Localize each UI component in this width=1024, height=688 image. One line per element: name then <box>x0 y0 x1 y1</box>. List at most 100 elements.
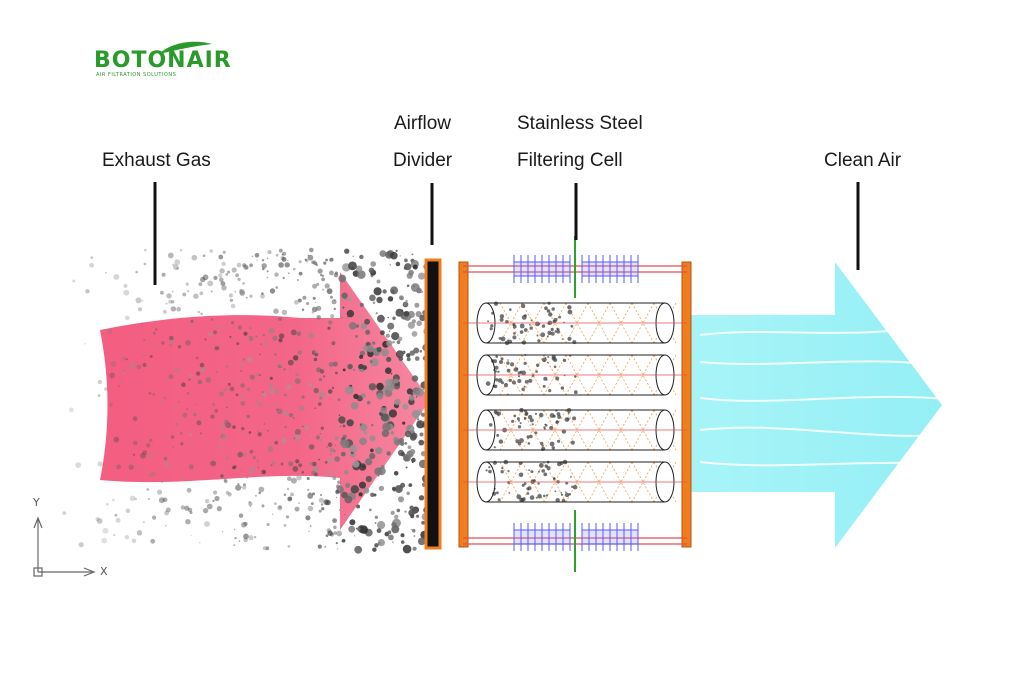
particle <box>414 356 420 361</box>
particle <box>294 506 300 512</box>
particle <box>412 264 418 270</box>
particle <box>78 542 84 548</box>
particle <box>164 524 167 527</box>
particle <box>419 314 426 322</box>
particle <box>307 505 314 512</box>
particle <box>365 458 373 466</box>
compression-springs <box>513 255 639 551</box>
particle <box>278 333 285 339</box>
particle <box>368 508 372 512</box>
particle <box>240 383 245 388</box>
particle <box>162 497 168 503</box>
particle <box>387 296 394 302</box>
particle <box>416 320 423 327</box>
particle <box>317 544 322 549</box>
particle <box>213 490 218 495</box>
particle <box>120 351 123 354</box>
particle <box>388 534 394 541</box>
particle <box>338 414 341 417</box>
particle <box>297 350 302 355</box>
particle <box>168 374 174 380</box>
particle <box>223 388 227 392</box>
particle <box>123 283 128 288</box>
particle <box>218 391 224 397</box>
particle <box>112 533 116 537</box>
particle <box>309 435 312 438</box>
particle <box>197 310 201 314</box>
particle <box>411 319 416 324</box>
particle <box>308 444 315 450</box>
particle <box>349 322 357 330</box>
particle <box>331 386 335 389</box>
particle <box>359 302 364 307</box>
particle <box>180 442 184 446</box>
particle <box>340 451 346 457</box>
particle <box>376 392 384 400</box>
particle <box>242 485 247 490</box>
particle <box>217 325 221 328</box>
particle <box>190 319 194 323</box>
particle <box>268 383 273 388</box>
particle <box>290 492 294 497</box>
particle <box>220 281 226 286</box>
particle <box>249 326 252 330</box>
particle <box>209 249 213 253</box>
particle <box>124 535 130 540</box>
particle <box>332 518 337 523</box>
particle <box>375 447 383 455</box>
particle <box>327 458 333 464</box>
particle <box>232 425 236 429</box>
particle <box>301 395 305 399</box>
particle <box>287 476 292 482</box>
particle <box>420 290 424 294</box>
particle <box>376 382 384 391</box>
particle <box>199 362 205 368</box>
particle <box>359 354 364 359</box>
particle <box>204 338 207 341</box>
particle <box>402 403 409 410</box>
particle <box>411 461 414 464</box>
particle <box>359 350 365 356</box>
particle <box>359 423 368 432</box>
particle <box>273 308 279 315</box>
particle <box>292 355 299 361</box>
particle <box>416 514 420 518</box>
particle <box>125 358 128 361</box>
particle <box>362 465 365 468</box>
particle <box>224 479 228 484</box>
particle <box>309 461 314 466</box>
particle <box>313 387 319 394</box>
particle <box>186 487 192 493</box>
particle <box>234 290 237 293</box>
particle <box>342 368 346 372</box>
particle <box>418 439 425 446</box>
particle <box>386 356 392 362</box>
particle <box>235 467 237 470</box>
particle <box>313 357 318 362</box>
particle <box>288 272 290 275</box>
particle <box>365 329 371 335</box>
particle <box>285 515 290 519</box>
particle <box>295 373 299 377</box>
particle <box>307 488 310 491</box>
particle <box>122 356 127 361</box>
particle <box>283 368 286 371</box>
particle <box>314 350 318 354</box>
particle <box>348 525 356 533</box>
particle <box>376 346 382 353</box>
particle <box>408 395 415 401</box>
particle <box>143 262 147 266</box>
particle <box>253 536 257 539</box>
particle <box>115 517 121 523</box>
particle <box>333 451 336 454</box>
particle <box>267 446 274 452</box>
particle <box>258 367 260 369</box>
particle <box>283 524 287 527</box>
particle <box>102 527 109 534</box>
particle <box>358 363 364 370</box>
particle <box>364 318 370 325</box>
particle <box>311 260 315 264</box>
particle <box>403 455 410 462</box>
particle <box>272 373 275 375</box>
particle <box>318 391 325 398</box>
